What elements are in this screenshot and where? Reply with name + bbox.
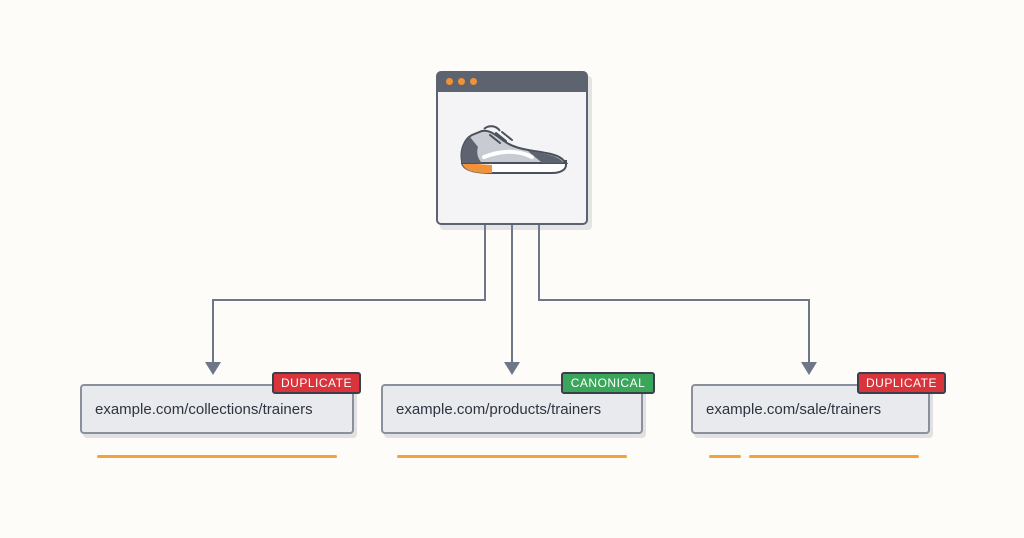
connector-arrow-left [212, 225, 486, 368]
url-text: example.com/sale/trainers [706, 400, 882, 418]
underline-sale-long [749, 455, 919, 458]
underline-products [397, 455, 627, 458]
status-badge-duplicate: DUPLICATE [857, 372, 946, 394]
window-dot [446, 78, 453, 85]
underline-collections [97, 455, 337, 458]
window-dot [458, 78, 465, 85]
url-text: example.com/products/trainers [396, 400, 602, 418]
window-dot [470, 78, 477, 85]
url-text: example.com/collections/trainers [95, 400, 313, 418]
arrowhead-right [801, 362, 817, 375]
underline-sale-short [709, 455, 741, 458]
source-page-window [436, 71, 592, 230]
arrowhead-center [504, 362, 520, 375]
connector-arrow-right [538, 225, 810, 368]
status-badge-canonical: CANONICAL [561, 372, 655, 394]
status-badge-duplicate: DUPLICATE [272, 372, 361, 394]
sneaker-icon [460, 125, 568, 174]
arrowhead-left [205, 362, 221, 375]
